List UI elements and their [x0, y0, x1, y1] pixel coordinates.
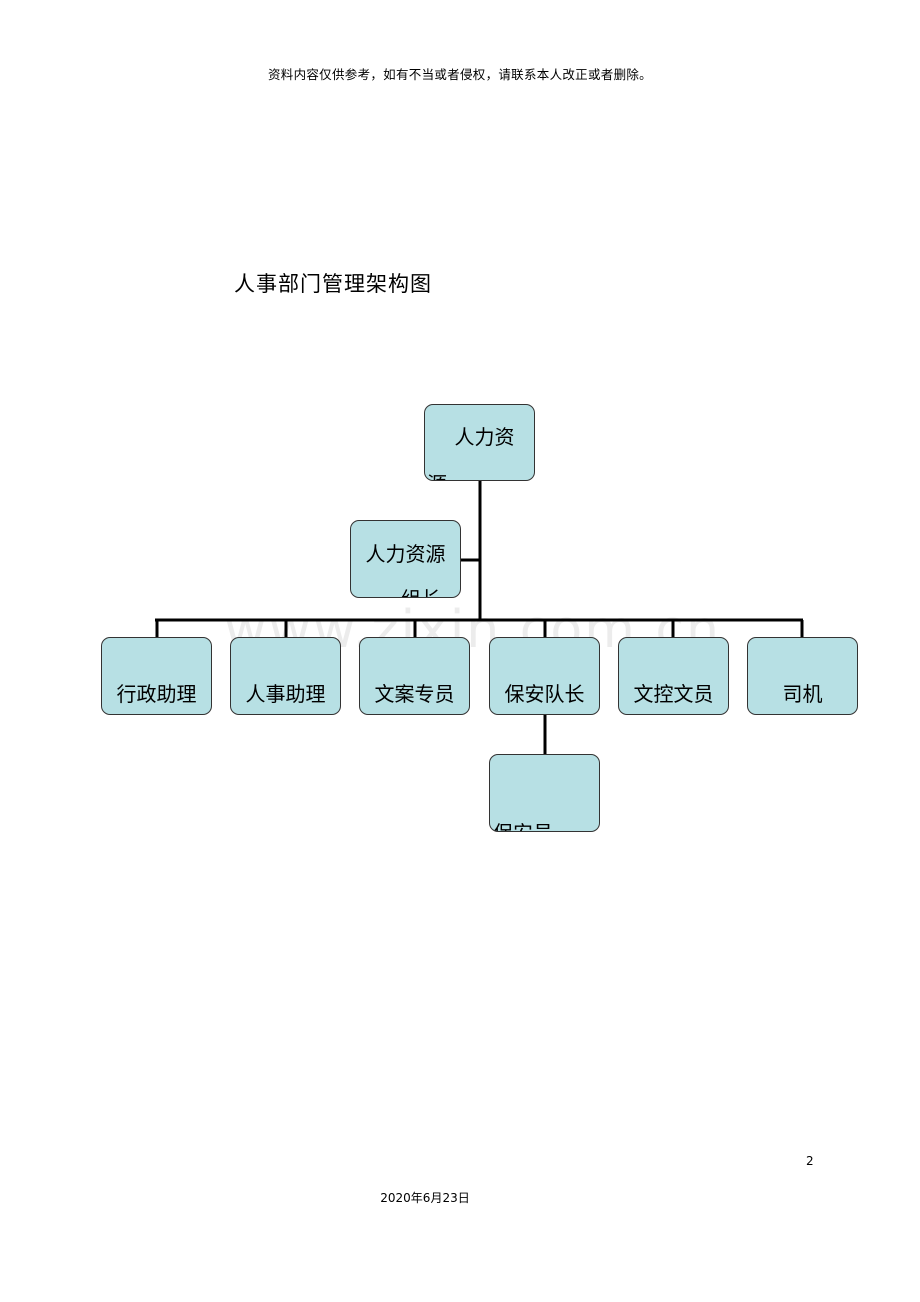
- node-child-2: 人事助理: [230, 637, 341, 715]
- node-root-label: 人力资: [454, 425, 515, 449]
- node-root-overflow: 源: [427, 468, 447, 480]
- node-child-6: 司机: [747, 637, 858, 715]
- node-child-5: 文控文员: [618, 637, 729, 715]
- node-root: 人力资 源: [424, 404, 535, 481]
- node-sub-child: 保安员: [489, 754, 600, 832]
- node-child-6-label: 司机: [782, 682, 823, 706]
- node-sub-child-overflow: 保安员: [493, 817, 553, 831]
- node-child-3-label: 文案专员: [374, 682, 455, 706]
- node-child-2-label: 人事助理: [245, 682, 326, 706]
- node-child-1: 行政助理: [101, 637, 212, 715]
- node-child-5-label: 文控文员: [633, 682, 714, 706]
- node-assistant: 人力资源 组长: [350, 520, 461, 598]
- node-assistant-overflow: 组长: [401, 583, 441, 597]
- node-assistant-label: 人力资源: [365, 542, 446, 566]
- disclaimer-text: 资料内容仅供参考，如有不当或者侵权，请联系本人改正或者删除。: [267, 67, 652, 82]
- node-child-3: 文案专员: [359, 637, 470, 715]
- footer-date: 2020年6月23日: [380, 1191, 470, 1205]
- node-child-4: 保安队长: [489, 637, 600, 715]
- node-child-1-label: 行政助理: [116, 682, 197, 706]
- node-child-4-label: 保安队长: [504, 682, 585, 706]
- page-number: 2: [806, 1154, 814, 1168]
- diagram-title: 人事部门管理架构图: [234, 272, 432, 296]
